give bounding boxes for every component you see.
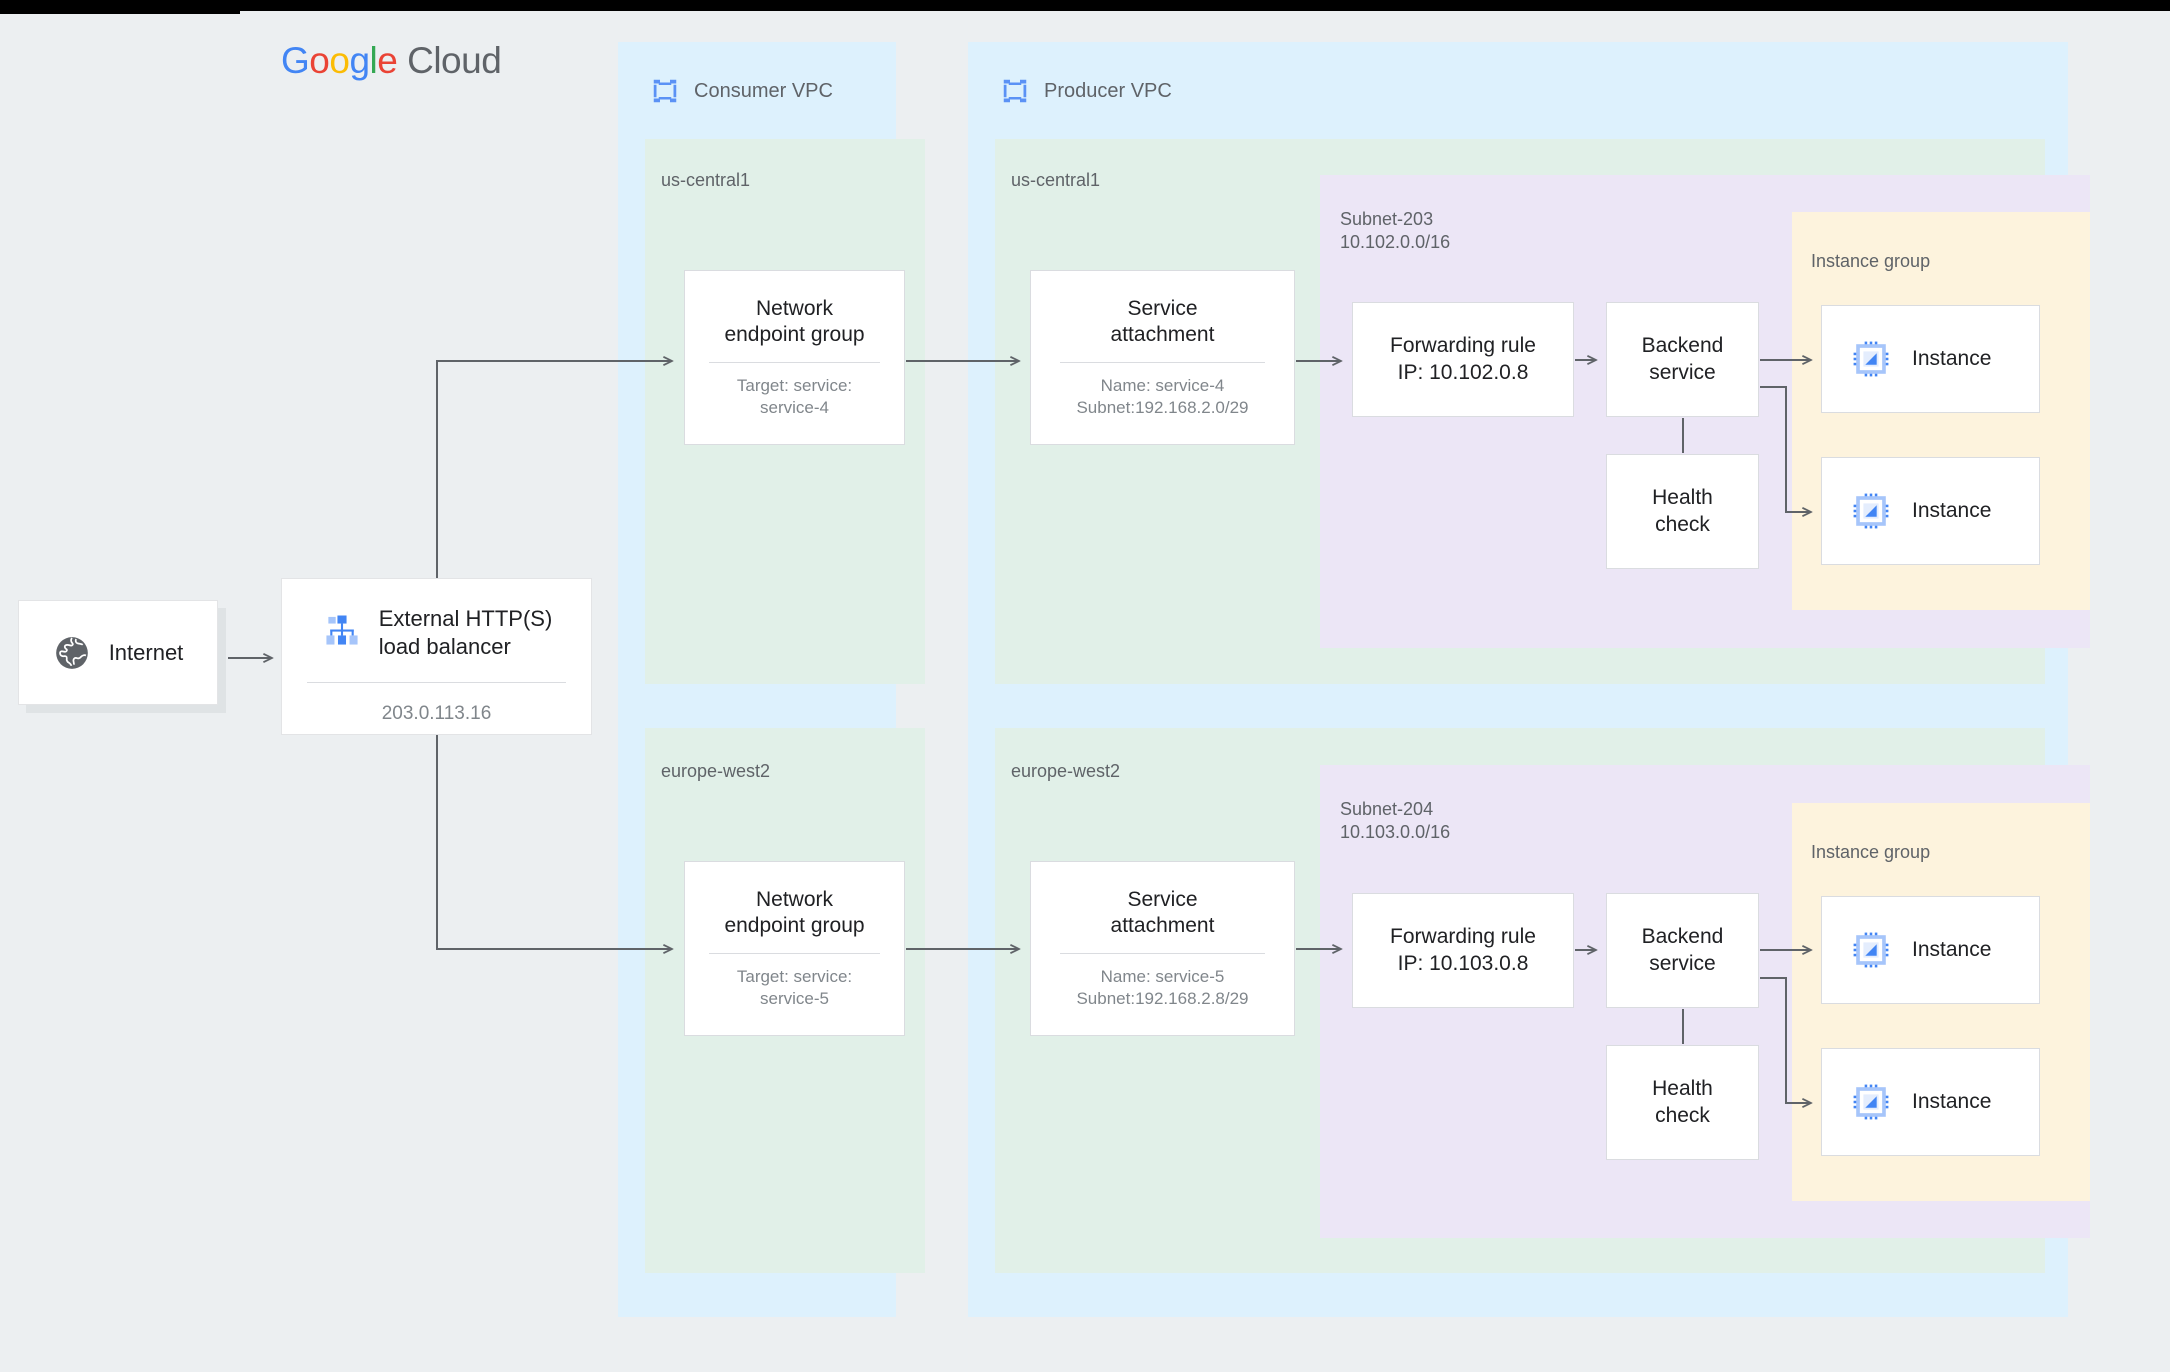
lb-header: External HTTP(S) load balancer — [321, 605, 553, 660]
health-check-card-1[interactable]: Health check — [1606, 1045, 1759, 1160]
internet-label: Internet — [108, 639, 184, 665]
vm-instance-icon — [1853, 493, 1889, 529]
internet-card[interactable]: Internet — [18, 600, 218, 705]
forwarding-rule-card-0[interactable]: Forwarding rule IP: 10.102.0.8 — [1352, 302, 1574, 417]
service-attachment-title-1: Service attachment — [1110, 887, 1215, 938]
service-attachment-sub-0: Name: service-4 Subnet:192.168.2.0/29 — [1076, 376, 1249, 418]
consumer-region-label-0: us-central1 — [661, 170, 751, 190]
forwarding-rule-card-1[interactable]: Forwarding rule IP: 10.103.0.8 — [1352, 893, 1574, 1008]
instance-label-0-1: Instance — [1912, 499, 1992, 522]
vpc-network-icon — [1003, 79, 1027, 103]
instance-card-0-1[interactable]: Instance — [1821, 457, 2040, 565]
globe-icon — [55, 636, 88, 669]
load-balancer-icon — [326, 615, 358, 645]
instance-group-label-0: Instance group — [1811, 251, 1931, 271]
top-black-bar-right — [238, 0, 2170, 11]
producer-region-label-0: us-central1 — [1011, 170, 1101, 190]
instance-card-1-1[interactable]: Instance — [1821, 1048, 2040, 1156]
health-check-title-0: Health check — [1652, 485, 1713, 536]
external-http-load-balancer-card[interactable]: External HTTP(S) load balancer 203.0.113… — [281, 578, 592, 735]
consumer-vpc-title: Consumer VPC — [694, 80, 833, 102]
backend-service-title-1: Backend service — [1641, 924, 1724, 975]
backend-service-card-0[interactable]: Backend service — [1606, 302, 1759, 417]
forwarding-rule-title-1: Forwarding rule IP: 10.103.0.8 — [1390, 924, 1536, 975]
neg-divider-1 — [709, 953, 880, 955]
neg-title-1: Network endpoint group — [724, 887, 865, 938]
instance-card-0-0[interactable]: Instance — [1821, 305, 2040, 413]
neg-divider-0 — [709, 362, 880, 364]
logo-cloud-word: Cloud — [407, 40, 502, 81]
producer-vpc-title: Producer VPC — [1044, 80, 1172, 102]
neg-title-0: Network endpoint group — [724, 296, 865, 347]
network-endpoint-group-card-1[interactable]: Network endpoint group Target: service: … — [684, 861, 905, 1036]
forwarding-rule-title-0: Forwarding rule IP: 10.102.0.8 — [1390, 333, 1536, 384]
service-attachment-divider-1 — [1059, 953, 1266, 955]
subnet-label-1: Subnet-204 10.103.0.0/16 — [1340, 799, 1451, 843]
google-cloud-logo: Google Cloud — [281, 40, 502, 81]
instance-label-1-0: Instance — [1912, 938, 1992, 961]
service-attachment-title-0: Service attachment — [1110, 296, 1215, 347]
lb-label: External HTTP(S) load balancer — [378, 606, 553, 659]
subnet-label-0: Subnet-203 10.102.0.0/16 — [1340, 209, 1451, 253]
backend-service-card-1[interactable]: Backend service — [1606, 893, 1759, 1008]
backend-service-title-0: Backend service — [1641, 333, 1724, 384]
service-attachment-sub-1: Name: service-5 Subnet:192.168.2.8/29 — [1076, 967, 1249, 1009]
neg-sub-1: Target: service: service-5 — [736, 967, 853, 1009]
top-black-bar-left — [0, 0, 240, 14]
health-check-title-1: Health check — [1652, 1076, 1713, 1127]
vpc-network-icon — [653, 79, 677, 103]
network-endpoint-group-card-0[interactable]: Network endpoint group Target: service: … — [684, 270, 905, 445]
vm-instance-icon — [1853, 932, 1889, 968]
lb-ip: 203.0.113.16 — [381, 703, 492, 725]
vm-instance-icon — [1853, 341, 1889, 377]
instance-label-0-0: Instance — [1912, 347, 1992, 370]
consumer-region-label-1: europe-west2 — [661, 761, 771, 781]
producer-region-label-1: europe-west2 — [1011, 761, 1121, 781]
service-attachment-card-1[interactable]: Service attachment Name: service-5 Subne… — [1030, 861, 1295, 1036]
vm-instance-icon — [1853, 1084, 1889, 1120]
service-attachment-card-0[interactable]: Service attachment Name: service-4 Subne… — [1030, 270, 1295, 445]
instance-card-1-0[interactable]: Instance — [1821, 896, 2040, 1004]
instance-group-label-1: Instance group — [1811, 842, 1931, 862]
instance-label-1-1: Instance — [1912, 1090, 1992, 1113]
health-check-card-0[interactable]: Health check — [1606, 454, 1759, 569]
neg-sub-0: Target: service: service-4 — [736, 376, 853, 418]
lb-divider — [306, 682, 567, 684]
service-attachment-divider-0 — [1059, 362, 1266, 364]
